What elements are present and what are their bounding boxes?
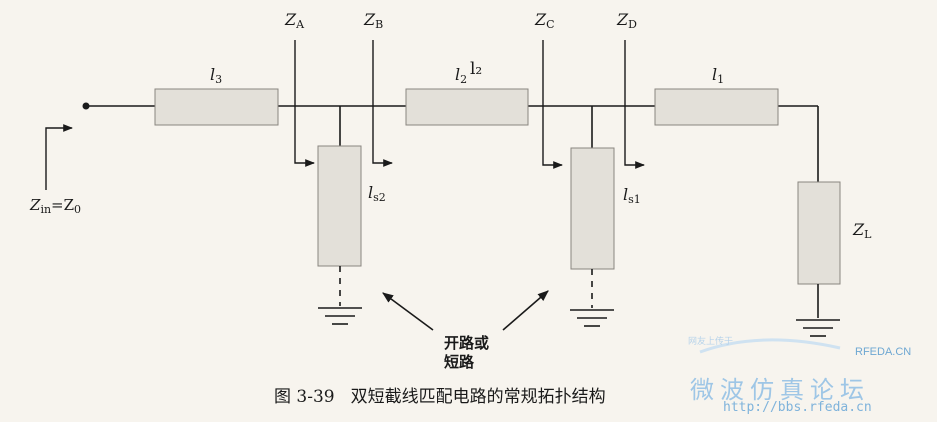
label-zin: Zin=Z0 [29,196,81,216]
label-zb: ZB [363,10,383,31]
label-zl: ZL [852,220,872,241]
stub-ls1 [570,106,615,308]
impedance-arrow-zb [372,40,393,167]
figure-caption: 图 3-39 双短截线匹配电路的常规拓扑结构 [274,382,622,407]
label-zd: ZD [616,10,637,31]
ground-symbol [318,307,362,325]
watermark-swoosh [699,338,841,354]
input-arrow [45,124,73,190]
line-section-l2 [405,88,529,126]
label-l2: l2 [455,65,467,86]
impedance-arrow-zc [542,40,563,169]
ground-symbol [796,319,840,337]
stub-box-ls1 [570,147,615,270]
line-section-l1 [654,88,779,126]
input-node [82,102,90,110]
label-stub-termination-line1: 开路或 [444,334,489,352]
watermark-brand: RFEDA.CN [855,346,912,358]
impedance-arrow-za [294,40,315,167]
label-zc: ZC [534,10,555,31]
impedance-arrow-zd [624,40,645,169]
label-za: ZA [284,10,305,31]
label-stub-termination-line2: 短路 [444,353,475,371]
label-ls2: ls2 [368,183,386,204]
pointer-arrow [502,290,549,331]
pointer-arrow [382,292,434,331]
label-ls1: ls1 [623,185,641,206]
watermark-forum-name: 微波仿真论坛 [690,376,870,404]
label-l2-handwritten: l₂ [470,59,482,79]
stub-ls2 [317,106,362,306]
watermark-url: http://bbs.rfeda.cn [723,400,872,415]
ground-symbol [570,309,614,327]
stub-box-ls2 [317,145,362,267]
label-l1: l1 [712,65,724,86]
label-l3: l3 [210,65,222,86]
figure-title: 双短截线匹配电路的常规拓扑结构 [350,387,606,407]
load-box [797,181,841,285]
load-zl [797,181,841,318]
line-section-l3 [154,88,279,126]
figure-number: 图 3-39 [274,387,335,407]
watermark-small-text: 网友上传于 [688,337,734,347]
